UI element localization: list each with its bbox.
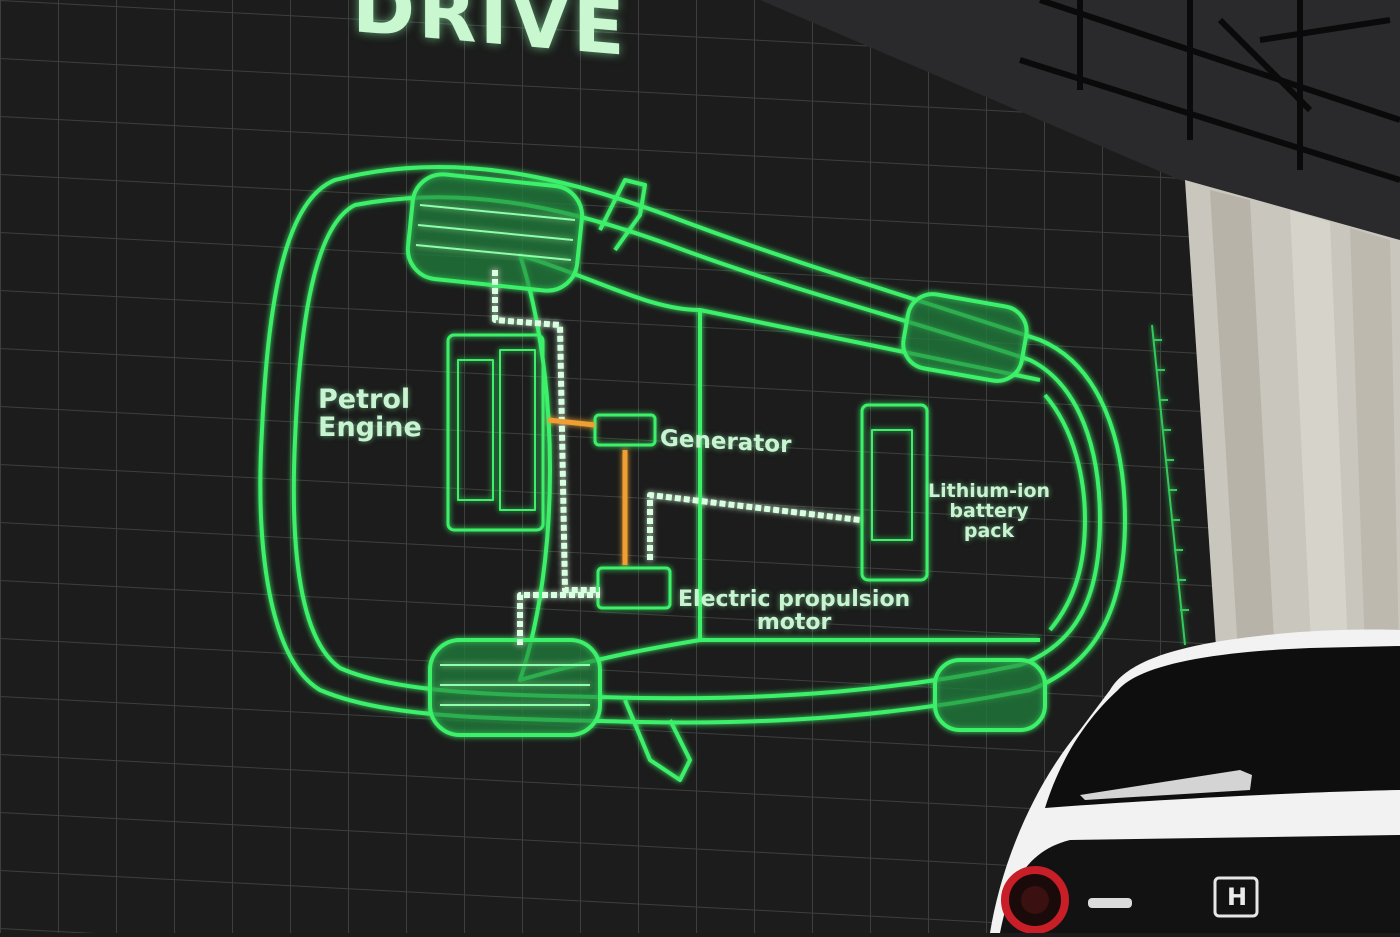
label-motor-line1: Electric propulsion: [678, 587, 911, 612]
electric-motor-block: [596, 566, 672, 610]
wheel-rear-left: [901, 292, 1029, 383]
mirror-right: [623, 699, 692, 782]
label-petrol-engine-line1: Petrol: [318, 384, 411, 415]
rear-wiper: [1080, 770, 1252, 800]
car-wireframe: [258, 164, 1127, 782]
badge-plate: [1213, 876, 1259, 918]
label-electric-motor: Electric propulsion motor: [678, 588, 910, 634]
generator-block: [593, 413, 657, 447]
rear-window: [1043, 393, 1087, 632]
rear-glass: [1045, 646, 1400, 808]
car-badge: H: [1226, 883, 1248, 911]
label-lithium-battery: Lithium-ion battery pack: [928, 480, 1051, 542]
ruler-scale: [1151, 324, 1189, 646]
label-battery-line2: battery: [949, 499, 1029, 522]
label-battery-line1: Lithium-ion: [928, 480, 1051, 502]
mirror-left: [598, 178, 647, 252]
ceiling-truss: [760, 0, 1400, 240]
wheel-rear-right: [933, 658, 1047, 732]
battery-pack-block: [860, 403, 929, 582]
foreground-car: [990, 629, 1400, 934]
wheel-front-right: [428, 638, 602, 737]
label-motor-line2: motor: [756, 610, 832, 636]
label-petrol-engine: Petrol Engine: [318, 384, 422, 444]
label-battery-line3: pack: [963, 519, 1015, 542]
label-petrol-engine-line2: Engine: [318, 412, 422, 444]
tailgate-black: [1000, 835, 1400, 933]
petrol-engine-block: [446, 333, 545, 532]
